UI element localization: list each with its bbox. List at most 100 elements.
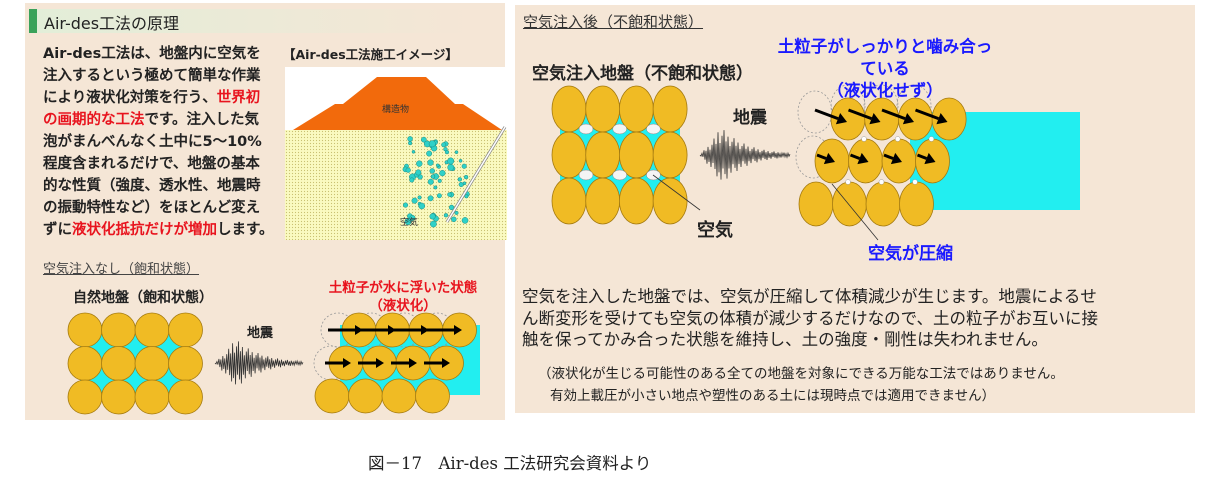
air-pocket: [612, 169, 627, 181]
air-bubble: [433, 185, 438, 190]
air-bubble: [430, 220, 437, 228]
left-quake-label: 地震: [247, 326, 274, 341]
air-bubble: [454, 150, 459, 154]
arrow-icon: [388, 325, 396, 335]
soil-grain: [585, 177, 621, 225]
highlight-text: 世界初: [216, 90, 261, 106]
interlocked-label-line1: 土粒子がしっかりと噛み合っている: [777, 37, 993, 78]
air-bubble: [402, 202, 409, 208]
figure-caption: 図－17 Air-des 工法研究会資料より: [368, 454, 652, 473]
arrow-shaft: [883, 153, 894, 160]
arrow-icon: [376, 358, 384, 368]
right-subheading: 空気注入後（不飽和状態）: [523, 13, 704, 31]
arrow-icon: [924, 152, 936, 165]
air-bubble: [427, 195, 434, 202]
air-bubble: [461, 217, 469, 224]
seismic-wave-icon: [699, 130, 791, 180]
air-bubble: [427, 178, 434, 185]
air-bubble: [457, 177, 462, 182]
air-bubble: [421, 136, 427, 143]
air-bubble: [439, 170, 446, 177]
air-bubble: [437, 178, 442, 183]
arrow-icon: [442, 358, 450, 368]
body-line: 空気を注入した地盤では、空気が圧縮して体積減少が生じます。地震によるせ: [522, 287, 1097, 306]
construction-image: 構造物 空気: [285, 67, 507, 240]
air-bubble: [435, 163, 440, 168]
intro-line: の画期的な工法です。注入した気: [43, 109, 274, 131]
air-bubble: [411, 150, 416, 154]
air-bubble: [416, 160, 423, 167]
arrow-icon: [857, 152, 869, 165]
right-air-label: 空気: [697, 220, 733, 241]
air-pocket: [578, 123, 594, 135]
header-marker: [29, 9, 37, 33]
soil-grain: [168, 379, 203, 415]
intro-line: 程度含まれるだけで、地盤の基本: [43, 153, 274, 175]
arrow-icon: [421, 325, 429, 335]
air-bubble: [451, 216, 457, 223]
air-bubble: [447, 163, 455, 171]
image-title: 【Air-des工法施工イメージ】: [283, 47, 458, 62]
air-bubble: [448, 204, 455, 211]
intro-line: の振動特性など）をほとんど変え: [43, 197, 274, 219]
air-bubble: [436, 193, 442, 199]
left-header-bar: [29, 9, 469, 33]
arrow-shaft: [814, 108, 839, 121]
intro-text-segment: 程度含まれるだけで、地盤の基本: [43, 156, 260, 172]
intro-line: により液状化対策を行う、世界初: [43, 87, 274, 109]
arrow-shaft: [881, 108, 906, 121]
air-bubble: [461, 163, 467, 169]
body-line: ん断変形を受けても空気の体積が減少するだけなので、土の粒子がお互いに接: [522, 308, 1099, 328]
air-bubble: [415, 169, 422, 176]
air-pocket: [646, 123, 661, 135]
left-subheading: 空気注入なし（飽和状態）: [43, 262, 200, 277]
air-bubble: [409, 214, 416, 221]
air-pocket: [578, 169, 594, 181]
compressed-air: [895, 136, 901, 142]
compressed-air: [861, 136, 867, 142]
injection-pipe-highlight: [446, 126, 506, 223]
structure-embankment: [293, 77, 502, 130]
interlocked-label-line2: （液状化せず）: [827, 81, 943, 100]
air-bubble: [428, 140, 436, 148]
air-bubble: [426, 150, 433, 157]
arrow-shaft: [914, 108, 940, 121]
arrow-icon: [902, 113, 914, 125]
air-bubble: [447, 192, 452, 197]
air-bubble: [418, 202, 426, 210]
arrow-shaft: [849, 153, 861, 160]
intro-text-segment: 注入するという極めて簡単な作業: [43, 68, 261, 84]
intro-line: ずに液状化抵抗だけが増加します。: [43, 219, 274, 241]
leader-line: [831, 183, 879, 241]
air-bubble: [443, 213, 449, 218]
intro-line: 的な性質（強度、透水性、地震時: [43, 175, 274, 197]
arrow-icon: [409, 358, 417, 368]
soil-grain: [619, 177, 654, 225]
intro-text-segment: です。注入した気: [144, 112, 260, 128]
soil-grain: [415, 378, 450, 414]
intro-text-segment: します。: [217, 222, 274, 238]
intro-text-segment: ずに: [43, 222, 72, 238]
air-bubble: [462, 181, 467, 186]
leader-line: [652, 174, 701, 211]
liquefied-label-line1: 土粒子が水に浮いた状態: [328, 280, 478, 296]
intro-line: 泡がまんべんなく土中に5～10%: [43, 131, 274, 153]
arrow-shaft: [847, 108, 873, 121]
right-body-text: 空気を注入した地盤では、空気が圧縮して体積減少が生じます。地震によるせ ん断変形…: [522, 286, 1098, 351]
air-bubble: [417, 195, 422, 200]
intro-text-segment: の振動特性など）をほとんど変え: [43, 200, 261, 216]
soil-grain: [551, 177, 587, 225]
note-line: 有効上載圧が小さい地点や塑性のある土には現時点では適用できません）: [550, 388, 996, 404]
air-bubble: [464, 194, 469, 199]
right-quake-label: 地震: [733, 108, 767, 128]
air-bubble: [411, 197, 418, 204]
natural-ground-label: 自然地盤（飽和状態）: [73, 290, 213, 306]
intro-text-segment: により液状化対策を行う、: [43, 90, 217, 106]
left-header-title: Air-des工法の原理: [44, 14, 180, 33]
air-bubble: [409, 177, 415, 183]
soil-grain: [865, 181, 901, 227]
intro-text-segment: Air-des工法は、地盤内に空気を: [43, 46, 261, 62]
structure-label: 構造物: [382, 103, 409, 115]
seismic-wave-icon: [214, 341, 304, 385]
